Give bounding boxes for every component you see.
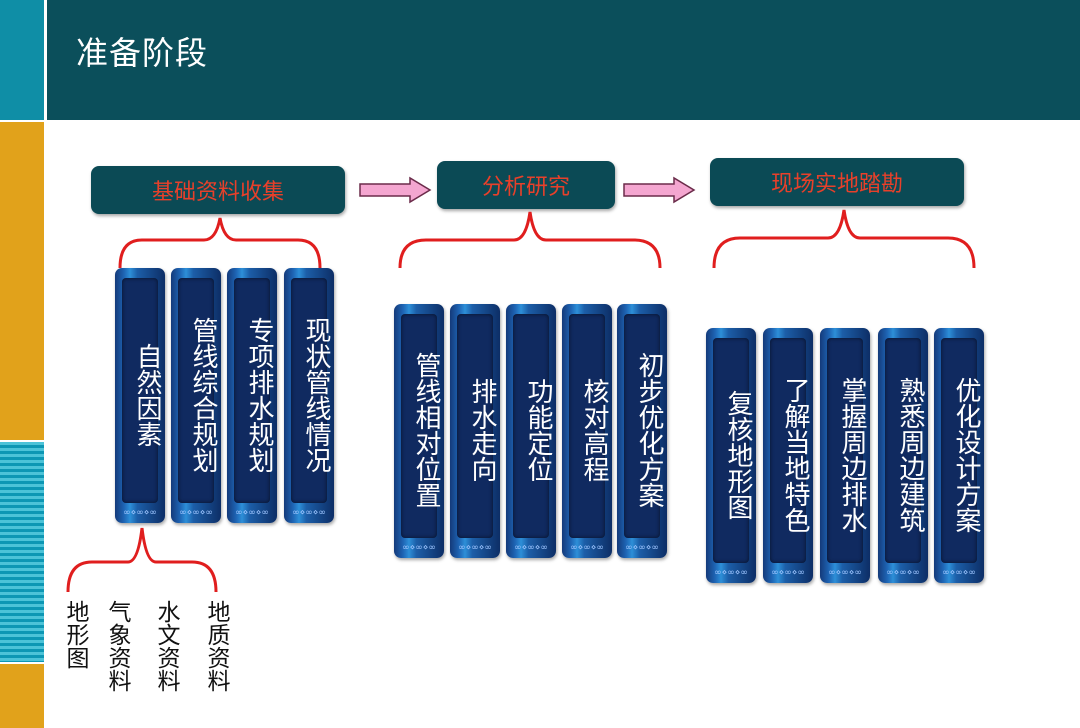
- header-band: [47, 0, 1080, 120]
- card-label: 管线相对位置: [411, 352, 441, 508]
- right-arrow-icon: [623, 176, 696, 204]
- card-function-positioning: 功能定位 ∞⋄∞⋄∞: [506, 304, 556, 558]
- card-label: 排水走向: [467, 378, 497, 482]
- sub-item-geological-data: 地质资料: [203, 600, 229, 692]
- card-relative-position: 管线相对位置 ∞⋄∞⋄∞: [394, 304, 444, 558]
- card-label: 熟悉周边建筑: [895, 376, 925, 533]
- card-label: 核对高程: [579, 378, 609, 482]
- left-bar-stripes: [0, 442, 44, 662]
- sub-item-topographic-map: 地形图: [62, 600, 88, 669]
- card-label: 复核地形图: [723, 389, 753, 520]
- brace-sub-items: [66, 527, 218, 593]
- stage-label: 现场实地踏勘: [770, 172, 903, 197]
- card-panel: [457, 314, 493, 538]
- card-ornament-icon: ∞⋄∞⋄∞: [292, 508, 326, 518]
- right-arrow-icon: [359, 176, 432, 204]
- card-ornament-icon: ∞⋄∞⋄∞: [514, 543, 548, 553]
- card-ornament-icon: ∞⋄∞⋄∞: [625, 543, 659, 553]
- card-label: 了解当地特色: [780, 376, 810, 533]
- page-title: 准备阶段: [76, 34, 209, 72]
- card-panel: [291, 278, 327, 503]
- brace-group-1: [118, 217, 322, 269]
- brace-group-3: [712, 209, 976, 269]
- card-panel: [941, 338, 977, 563]
- card-panel: [885, 338, 921, 563]
- card-ornament-icon: ∞⋄∞⋄∞: [402, 543, 436, 553]
- card-label: 初步优化方案: [634, 352, 664, 508]
- card-label: 自然因素: [132, 342, 162, 447]
- card-label: 专项排水规划: [244, 316, 274, 473]
- card-ornament-icon: ∞⋄∞⋄∞: [235, 508, 269, 518]
- stage-box-2: 分析研究: [437, 161, 615, 209]
- left-separator: [44, 0, 47, 728]
- card-label: 掌握周边排水: [837, 376, 867, 533]
- card-panel: [401, 314, 437, 538]
- left-bar-gold-bottom: [0, 664, 44, 728]
- card-panel: [234, 278, 270, 503]
- stage-label: 分析研究: [481, 175, 570, 200]
- card-label: 优化设计方案: [951, 376, 981, 533]
- card-ornament-icon: ∞⋄∞⋄∞: [570, 543, 604, 553]
- card-panel: [178, 278, 214, 503]
- card-surrounding-drainage: 掌握周边排水 ∞⋄∞⋄∞: [820, 328, 870, 583]
- card-label: 功能定位: [523, 378, 553, 482]
- card-drainage-direction: 排水走向 ∞⋄∞⋄∞: [450, 304, 500, 558]
- card-preliminary-plan: 初步优化方案 ∞⋄∞⋄∞: [617, 304, 667, 558]
- card-ornament-icon: ∞⋄∞⋄∞: [886, 568, 920, 578]
- card-panel: [513, 314, 549, 538]
- card-ornament-icon: ∞⋄∞⋄∞: [771, 568, 805, 578]
- card-review-topography: 复核地形图 ∞⋄∞⋄∞: [706, 328, 756, 583]
- card-ornament-icon: ∞⋄∞⋄∞: [942, 568, 976, 578]
- card-panel: [569, 314, 605, 538]
- left-bar-teal: [0, 0, 44, 120]
- card-drainage-planning: 专项排水规划 ∞⋄∞⋄∞: [227, 268, 277, 523]
- card-label: 管线综合规划: [188, 316, 218, 473]
- card-local-features: 了解当地特色 ∞⋄∞⋄∞: [763, 328, 813, 583]
- card-ornament-icon: ∞⋄∞⋄∞: [828, 568, 862, 578]
- card-pipeline-planning: 管线综合规划 ∞⋄∞⋄∞: [171, 268, 221, 523]
- card-panel: [713, 338, 749, 563]
- card-panel: [122, 278, 158, 503]
- card-panel: [827, 338, 863, 563]
- card-surrounding-buildings: 熟悉周边建筑 ∞⋄∞⋄∞: [878, 328, 928, 583]
- card-label: 现状管线情况: [301, 316, 331, 473]
- card-natural-factors: 自然因素 ∞⋄∞⋄∞: [115, 268, 165, 523]
- card-ornament-icon: ∞⋄∞⋄∞: [179, 508, 213, 518]
- sub-item-hydrological-data: 水文资料: [153, 600, 179, 692]
- card-check-elevation: 核对高程 ∞⋄∞⋄∞: [562, 304, 612, 558]
- stage-label: 基础资料收集: [151, 180, 284, 205]
- card-ornament-icon: ∞⋄∞⋄∞: [123, 508, 157, 518]
- stage-box-1: 基础资料收集: [91, 166, 345, 214]
- card-optimize-design: 优化设计方案 ∞⋄∞⋄∞: [934, 328, 984, 583]
- brace-group-2: [398, 211, 662, 269]
- card-panel: [624, 314, 660, 538]
- card-panel: [770, 338, 806, 563]
- card-ornament-icon: ∞⋄∞⋄∞: [458, 543, 492, 553]
- stage-box-3: 现场实地踏勘: [710, 158, 964, 206]
- card-current-pipelines: 现状管线情况 ∞⋄∞⋄∞: [284, 268, 334, 523]
- sub-item-meteorological-data: 气象资料: [104, 600, 130, 692]
- card-ornament-icon: ∞⋄∞⋄∞: [714, 568, 748, 578]
- left-bar-gold: [0, 122, 44, 440]
